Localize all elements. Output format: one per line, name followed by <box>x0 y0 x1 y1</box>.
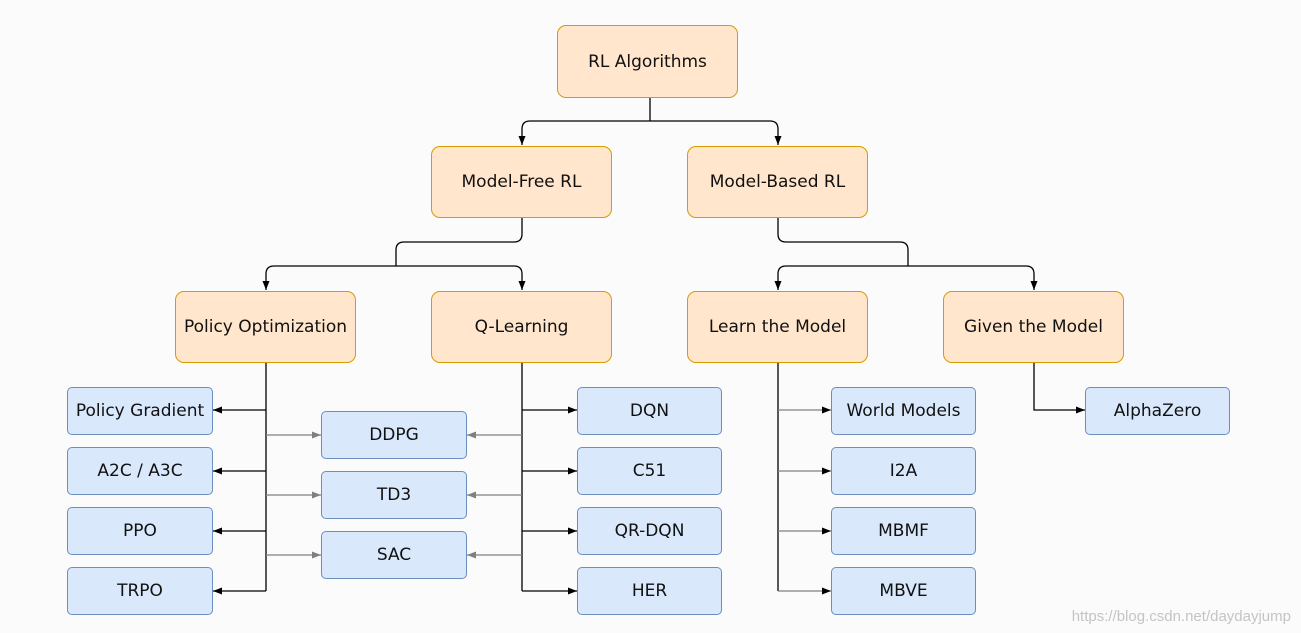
edge-root-to-model-based <box>650 120 782 145</box>
node-mbmf: MBMF <box>831 507 976 555</box>
node-mbve: MBVE <box>831 567 976 615</box>
edge-model-based-to-given <box>908 265 1038 290</box>
edge-model-free-to-policy-opt <box>262 265 396 290</box>
node-a2c-a3c: A2C / A3C <box>67 447 213 495</box>
node-trpo: TRPO <box>67 567 213 615</box>
node-given-the-model: Given the Model <box>943 291 1124 363</box>
node-ddpg: DDPG <box>321 411 467 459</box>
edge-model-based-to-learn <box>774 265 908 290</box>
node-qr-dqn: QR-DQN <box>577 507 722 555</box>
node-c51: C51 <box>577 447 722 495</box>
edge-to-alphazero <box>1033 363 1085 414</box>
node-world-models: World Models <box>831 387 976 435</box>
node-model-free-rl: Model-Free RL <box>431 146 612 218</box>
node-model-based-rl: Model-Based RL <box>687 146 868 218</box>
edge-model-based-trunk <box>777 218 909 266</box>
edge-model-free-trunk <box>395 218 523 266</box>
node-alphazero: AlphaZero <box>1085 387 1230 435</box>
node-learn-the-model: Learn the Model <box>687 291 868 363</box>
node-dqn: DQN <box>577 387 722 435</box>
node-policy-optimization: Policy Optimization <box>175 291 356 363</box>
node-q-learning: Q-Learning <box>431 291 612 363</box>
node-i2a: I2A <box>831 447 976 495</box>
watermark-text: https://blog.csdn.net/daydayjump <box>1071 608 1291 625</box>
node-sac: SAC <box>321 531 467 579</box>
node-ppo: PPO <box>67 507 213 555</box>
node-td3: TD3 <box>321 471 467 519</box>
node-rl-algorithms: RL Algorithms <box>557 25 738 98</box>
node-her: HER <box>577 567 722 615</box>
edge-model-free-to-q-learning <box>396 265 526 290</box>
edge-root-to-model-free <box>518 120 650 145</box>
node-policy-gradient: Policy Gradient <box>67 387 213 435</box>
